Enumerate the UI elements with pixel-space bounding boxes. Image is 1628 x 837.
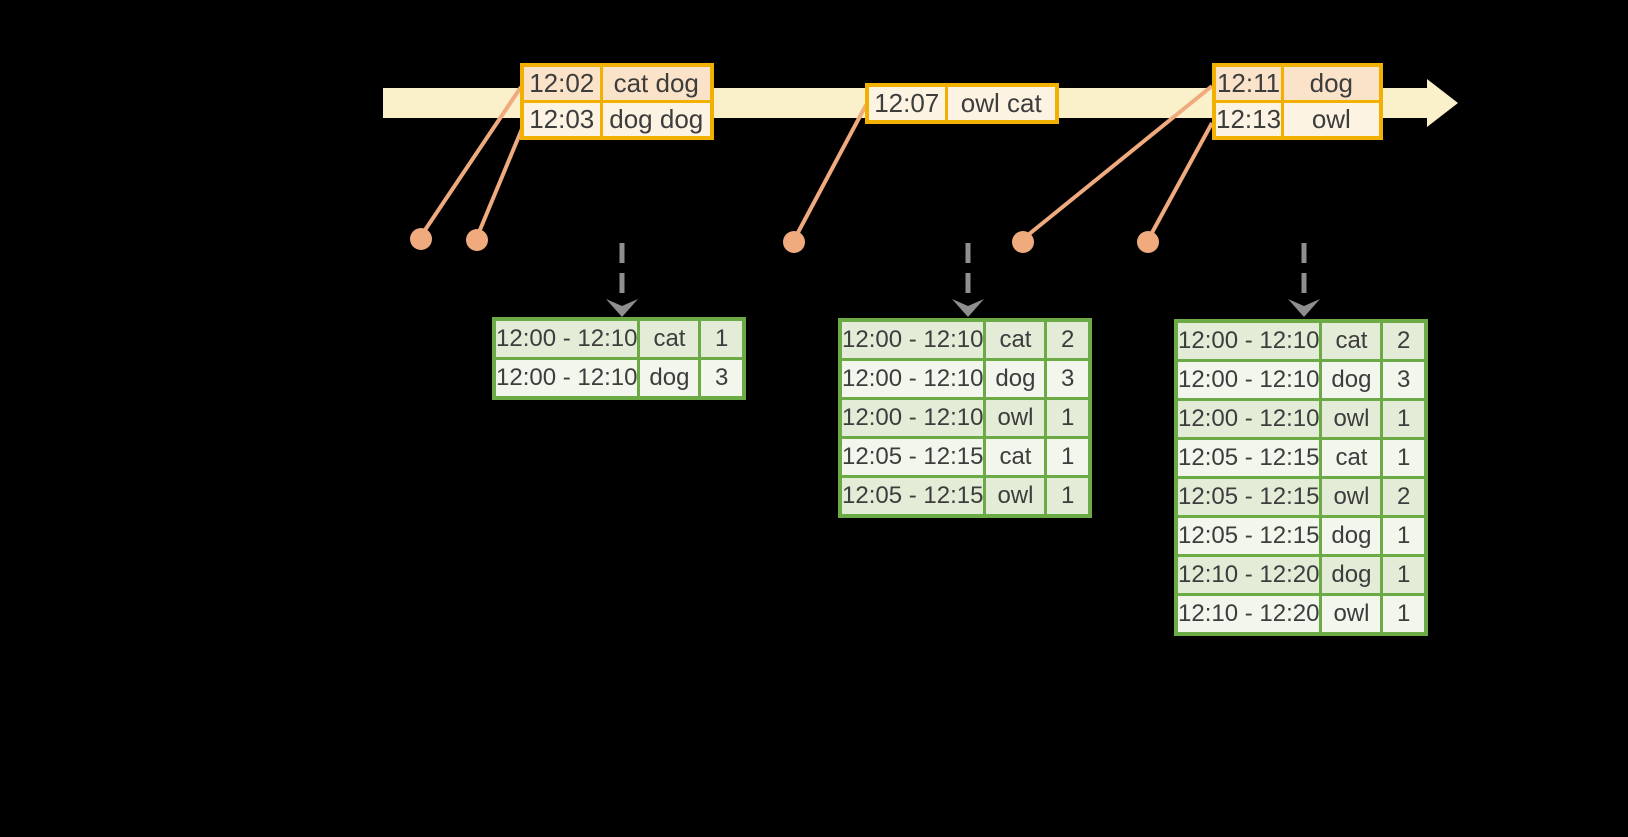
timeline-arrowhead-icon [1427, 79, 1458, 127]
event-time: 12:03 [520, 100, 603, 140]
word-cell: dog [1319, 554, 1384, 596]
result-table-1: 12:00 - 12:10 cat 1 12:00 - 12:10 dog 3 [492, 317, 746, 400]
table-row: 12:05 - 12:15 dog 1 [1174, 515, 1428, 557]
table-row: 12:02 cat dog [520, 63, 714, 103]
word-cell: owl [1319, 476, 1384, 518]
table-row: 12:00 - 12:10 dog 3 [838, 358, 1092, 400]
window-cell: 12:05 - 12:15 [838, 436, 987, 478]
result-table-2: 12:00 - 12:10 cat 2 12:00 - 12:10 dog 3 … [838, 318, 1092, 518]
trigger-arrowhead-icon [606, 299, 638, 317]
table-row: 12:00 - 12:10 owl 1 [838, 397, 1092, 439]
count-cell: 2 [1380, 476, 1428, 518]
table-row: 12:05 - 12:15 owl 1 [838, 475, 1092, 518]
table-row: 12:00 - 12:10 cat 1 [492, 317, 746, 360]
table-row: 12:10 - 12:20 owl 1 [1174, 593, 1428, 636]
count-cell: 3 [1380, 359, 1428, 401]
event-words: cat dog [599, 63, 714, 103]
word-cell: owl [1319, 593, 1384, 636]
count-cell: 3 [1044, 358, 1092, 400]
word-cell: cat [983, 318, 1048, 361]
count-cell: 1 [1044, 475, 1092, 518]
count-cell: 1 [1380, 398, 1428, 440]
connector-line [419, 85, 523, 238]
connector-line [1021, 84, 1214, 241]
word-cell: owl [983, 397, 1048, 439]
window-cell: 12:00 - 12:10 [492, 357, 641, 400]
count-cell: 1 [1380, 593, 1428, 636]
event-table-1207: 12:07 owl cat [865, 83, 1059, 124]
window-cell: 12:00 - 12:10 [492, 317, 641, 360]
event-words: owl [1281, 100, 1383, 140]
count-cell: 1 [1044, 436, 1092, 478]
count-cell: 1 [1044, 397, 1092, 439]
event-time: 12:11 [1212, 63, 1285, 103]
count-cell: 1 [1380, 437, 1428, 479]
event-dot-icon [783, 231, 805, 253]
table-row: 12:00 - 12:10 owl 1 [1174, 398, 1428, 440]
window-cell: 12:00 - 12:10 [1174, 398, 1323, 440]
word-cell: dog [1319, 359, 1384, 401]
table-row: 12:05 - 12:15 owl 2 [1174, 476, 1428, 518]
table-row: 12:05 - 12:15 cat 1 [838, 436, 1092, 478]
event-words: dog dog [599, 100, 714, 140]
word-cell: owl [1319, 398, 1384, 440]
count-cell: 1 [698, 317, 746, 360]
table-row: 12:11 dog [1212, 63, 1383, 103]
trigger-arrowhead-icon [1288, 299, 1320, 317]
window-cell: 12:10 - 12:20 [1174, 554, 1323, 596]
count-cell: 2 [1380, 319, 1428, 362]
event-table-1202: 12:02 cat dog 12:03 dog dog [520, 63, 714, 140]
window-cell: 12:05 - 12:15 [1174, 515, 1323, 557]
event-dot-icon [1137, 231, 1159, 253]
count-cell: 3 [698, 357, 746, 400]
window-cell: 12:00 - 12:10 [838, 358, 987, 400]
window-cell: 12:00 - 12:10 [1174, 319, 1323, 362]
table-row: 12:00 - 12:10 cat 2 [838, 318, 1092, 361]
event-words: owl cat [944, 83, 1059, 124]
word-cell: cat [637, 317, 702, 360]
table-row: 12:00 - 12:10 dog 3 [492, 357, 746, 400]
connector-line [792, 104, 868, 241]
event-time: 12:07 [865, 83, 948, 124]
connector-line [1146, 122, 1214, 241]
event-dot-icon [466, 229, 488, 251]
result-table-3: 12:00 - 12:10 cat 2 12:00 - 12:10 dog 3 … [1174, 319, 1428, 636]
word-cell: cat [1319, 319, 1384, 362]
window-cell: 12:05 - 12:15 [1174, 476, 1323, 518]
word-cell: owl [983, 475, 1048, 518]
event-dot-icon [1012, 231, 1034, 253]
event-table-1211: 12:11 dog 12:13 owl [1212, 63, 1383, 140]
count-cell: 2 [1044, 318, 1092, 361]
word-cell: cat [1319, 437, 1384, 479]
word-cell: dog [1319, 515, 1384, 557]
word-cell: dog [637, 357, 702, 400]
window-cell: 12:05 - 12:15 [1174, 437, 1323, 479]
event-time: 12:13 [1212, 100, 1285, 140]
event-dot-icon [410, 228, 432, 250]
word-cell: cat [983, 436, 1048, 478]
word-cell: dog [983, 358, 1048, 400]
table-row: 12:00 - 12:10 dog 3 [1174, 359, 1428, 401]
table-row: 12:03 dog dog [520, 100, 714, 140]
event-time: 12:02 [520, 63, 603, 103]
table-row: 12:05 - 12:15 cat 1 [1174, 437, 1428, 479]
table-row: 12:10 - 12:20 dog 1 [1174, 554, 1428, 596]
window-cell: 12:10 - 12:20 [1174, 593, 1323, 636]
window-cell: 12:00 - 12:10 [838, 397, 987, 439]
count-cell: 1 [1380, 515, 1428, 557]
window-cell: 12:00 - 12:10 [1174, 359, 1323, 401]
table-row: 12:13 owl [1212, 100, 1383, 140]
event-words: dog [1281, 63, 1383, 103]
table-row: 12:07 owl cat [865, 83, 1059, 124]
connector-line [475, 123, 526, 238]
window-cell: 12:05 - 12:15 [838, 475, 987, 518]
count-cell: 1 [1380, 554, 1428, 596]
trigger-arrowhead-icon [952, 299, 984, 317]
table-row: 12:00 - 12:10 cat 2 [1174, 319, 1428, 362]
window-cell: 12:00 - 12:10 [838, 318, 987, 361]
